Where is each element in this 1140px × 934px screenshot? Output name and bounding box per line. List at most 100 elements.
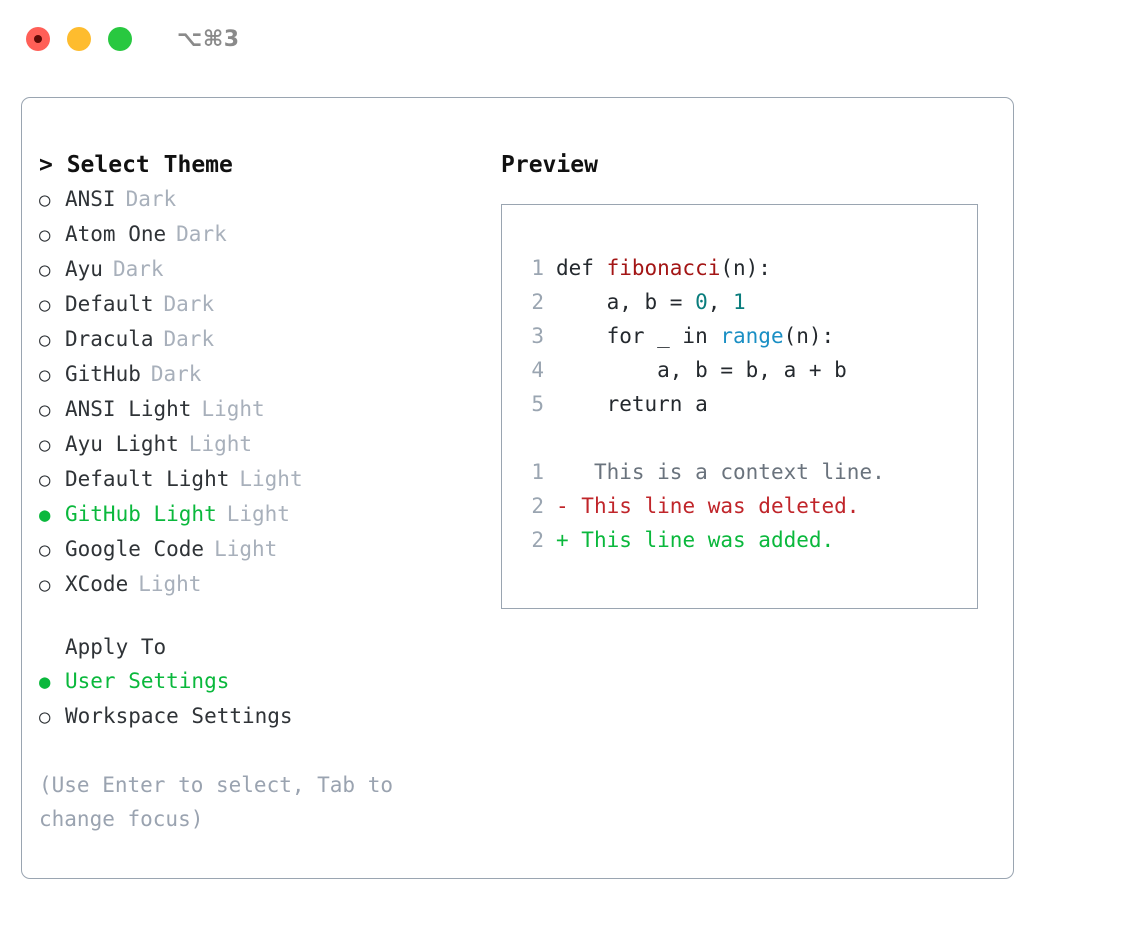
apply-to-option-workspace-settings[interactable]: ○ Workspace Settings xyxy=(39,699,469,734)
code-token-num: 1 xyxy=(733,290,746,314)
code-line: 2 a, b = 0, 1 xyxy=(518,285,977,319)
theme-option-tag: Light xyxy=(226,502,290,526)
radio-unselected-icon: ○ xyxy=(39,224,51,246)
radio-unselected-icon: ○ xyxy=(39,294,51,316)
code-token-plain: (n): xyxy=(783,324,835,348)
close-button[interactable] xyxy=(26,27,50,51)
code-token-plain: (n): xyxy=(720,256,771,280)
apply-to-option-list[interactable]: ● User Settings ○ Workspace Settings xyxy=(39,664,469,734)
theme-option-ayu[interactable]: ○ Ayu Dark xyxy=(39,252,469,287)
radio-unselected-icon: ○ xyxy=(39,469,51,491)
apply-to-option-label: Workspace Settings xyxy=(65,704,293,728)
code-token-plain: a, b = b, a + b xyxy=(556,358,847,382)
theme-option-label: Default Light xyxy=(65,467,230,491)
code-line: 4 a, b = b, a + b xyxy=(518,353,977,387)
theme-option-default-light[interactable]: ○ Default Light Light xyxy=(39,462,469,497)
theme-option-label: Default xyxy=(65,292,154,316)
theme-option-tag: Light xyxy=(188,432,253,456)
diff-line-content: This line was added. xyxy=(568,528,835,552)
maximize-button[interactable] xyxy=(108,27,132,51)
diff-line-add: 2+ This line was added. xyxy=(518,523,977,557)
diff-line-content: This is a context line. xyxy=(568,460,885,484)
code-line-content: return a xyxy=(556,387,708,421)
minimize-button[interactable] xyxy=(67,27,91,51)
line-number: 3 xyxy=(531,324,544,348)
apply-to-option-user-settings[interactable]: ● User Settings xyxy=(39,664,469,699)
theme-option-dracula[interactable]: ○ Dracula Dark xyxy=(39,322,469,357)
theme-option-label: XCode xyxy=(65,572,129,596)
code-line-content: a, b = b, a + b xyxy=(556,353,847,387)
radio-unselected-icon: ○ xyxy=(39,364,51,386)
theme-option-atom-one[interactable]: ○ Atom One Dark xyxy=(39,217,469,252)
theme-option-label: Ayu xyxy=(65,257,103,281)
title-bar: ⌥⌘3 xyxy=(0,0,1140,78)
code-token-plain: , xyxy=(707,290,734,314)
theme-option-label: Atom One xyxy=(65,222,167,246)
code-line: 3 for _ in range(n): xyxy=(518,319,977,353)
diff-marker xyxy=(556,455,569,489)
theme-option-xcode[interactable]: ○ XCode Light xyxy=(39,567,469,602)
radio-selected-icon: ● xyxy=(39,504,51,526)
code-line-content: for _ in range(n): xyxy=(556,319,835,353)
line-number: 5 xyxy=(531,392,544,416)
radio-selected-icon: ● xyxy=(39,671,51,693)
theme-option-label: Dracula xyxy=(65,327,154,351)
theme-option-tag: Light xyxy=(239,467,303,491)
theme-option-ayu-light[interactable]: ○ Ayu Light Light xyxy=(39,427,469,462)
theme-option-label: Google Code xyxy=(65,537,205,561)
radio-unselected-icon: ○ xyxy=(39,259,51,281)
theme-option-tag: Dark xyxy=(176,222,227,246)
diff-line-del: 2- This line was deleted. xyxy=(518,489,977,523)
diff-line-ctx: 1 This is a context line. xyxy=(518,455,977,489)
page-title: > Select Theme xyxy=(39,152,233,178)
theme-option-tag: Dark xyxy=(163,327,215,351)
line-number: 1 xyxy=(531,460,544,484)
theme-option-github[interactable]: ○ GitHub Dark xyxy=(39,357,469,392)
keyboard-shortcut-label: ⌥⌘3 xyxy=(177,26,240,52)
radio-unselected-icon: ○ xyxy=(39,574,51,596)
preview-title: Preview xyxy=(501,152,598,178)
apply-to-option-label: User Settings xyxy=(65,669,230,693)
theme-option-tag: Dark xyxy=(163,292,215,316)
radio-unselected-icon: ○ xyxy=(39,329,51,351)
keyboard-hint-text: (Use Enter to select, Tab to change focu… xyxy=(39,773,394,831)
theme-option-tag: Dark xyxy=(150,362,202,386)
apply-to-heading: Apply To xyxy=(65,635,167,659)
code-token-num: 0 xyxy=(695,290,708,314)
code-line-content: a, b = 0, 1 xyxy=(556,285,746,319)
line-number: 4 xyxy=(531,358,544,382)
theme-option-label: Ayu Light xyxy=(65,432,179,456)
radio-unselected-icon: ○ xyxy=(39,434,51,456)
theme-option-tag: Dark xyxy=(112,257,164,281)
theme-option-tag: Light xyxy=(138,572,202,596)
line-number: 2 xyxy=(531,494,544,518)
code-token-plain: for _ in xyxy=(556,324,721,348)
code-token-plain: def xyxy=(556,256,607,280)
code-line: 5 return a xyxy=(518,387,977,421)
theme-option-label: GitHub Light xyxy=(65,502,217,526)
radio-unselected-icon: ○ xyxy=(39,706,51,728)
diff-sample: 1 This is a context line.2- This line wa… xyxy=(518,455,977,557)
theme-option-default[interactable]: ○ Default Dark xyxy=(39,287,469,322)
theme-option-label: GitHub xyxy=(65,362,141,386)
code-token-fn: fibonacci xyxy=(606,256,721,280)
radio-unselected-icon: ○ xyxy=(39,399,51,421)
code-diff-separator xyxy=(518,421,977,455)
code-token-call: range xyxy=(720,324,784,348)
theme-option-label: ANSI Light xyxy=(65,397,192,421)
code-line-content: def fibonacci(n): xyxy=(556,251,771,285)
diff-line-content: This line was deleted. xyxy=(568,494,860,518)
theme-option-github-light[interactable]: ● GitHub Light Light xyxy=(39,497,469,532)
diff-marker: - xyxy=(556,494,569,518)
